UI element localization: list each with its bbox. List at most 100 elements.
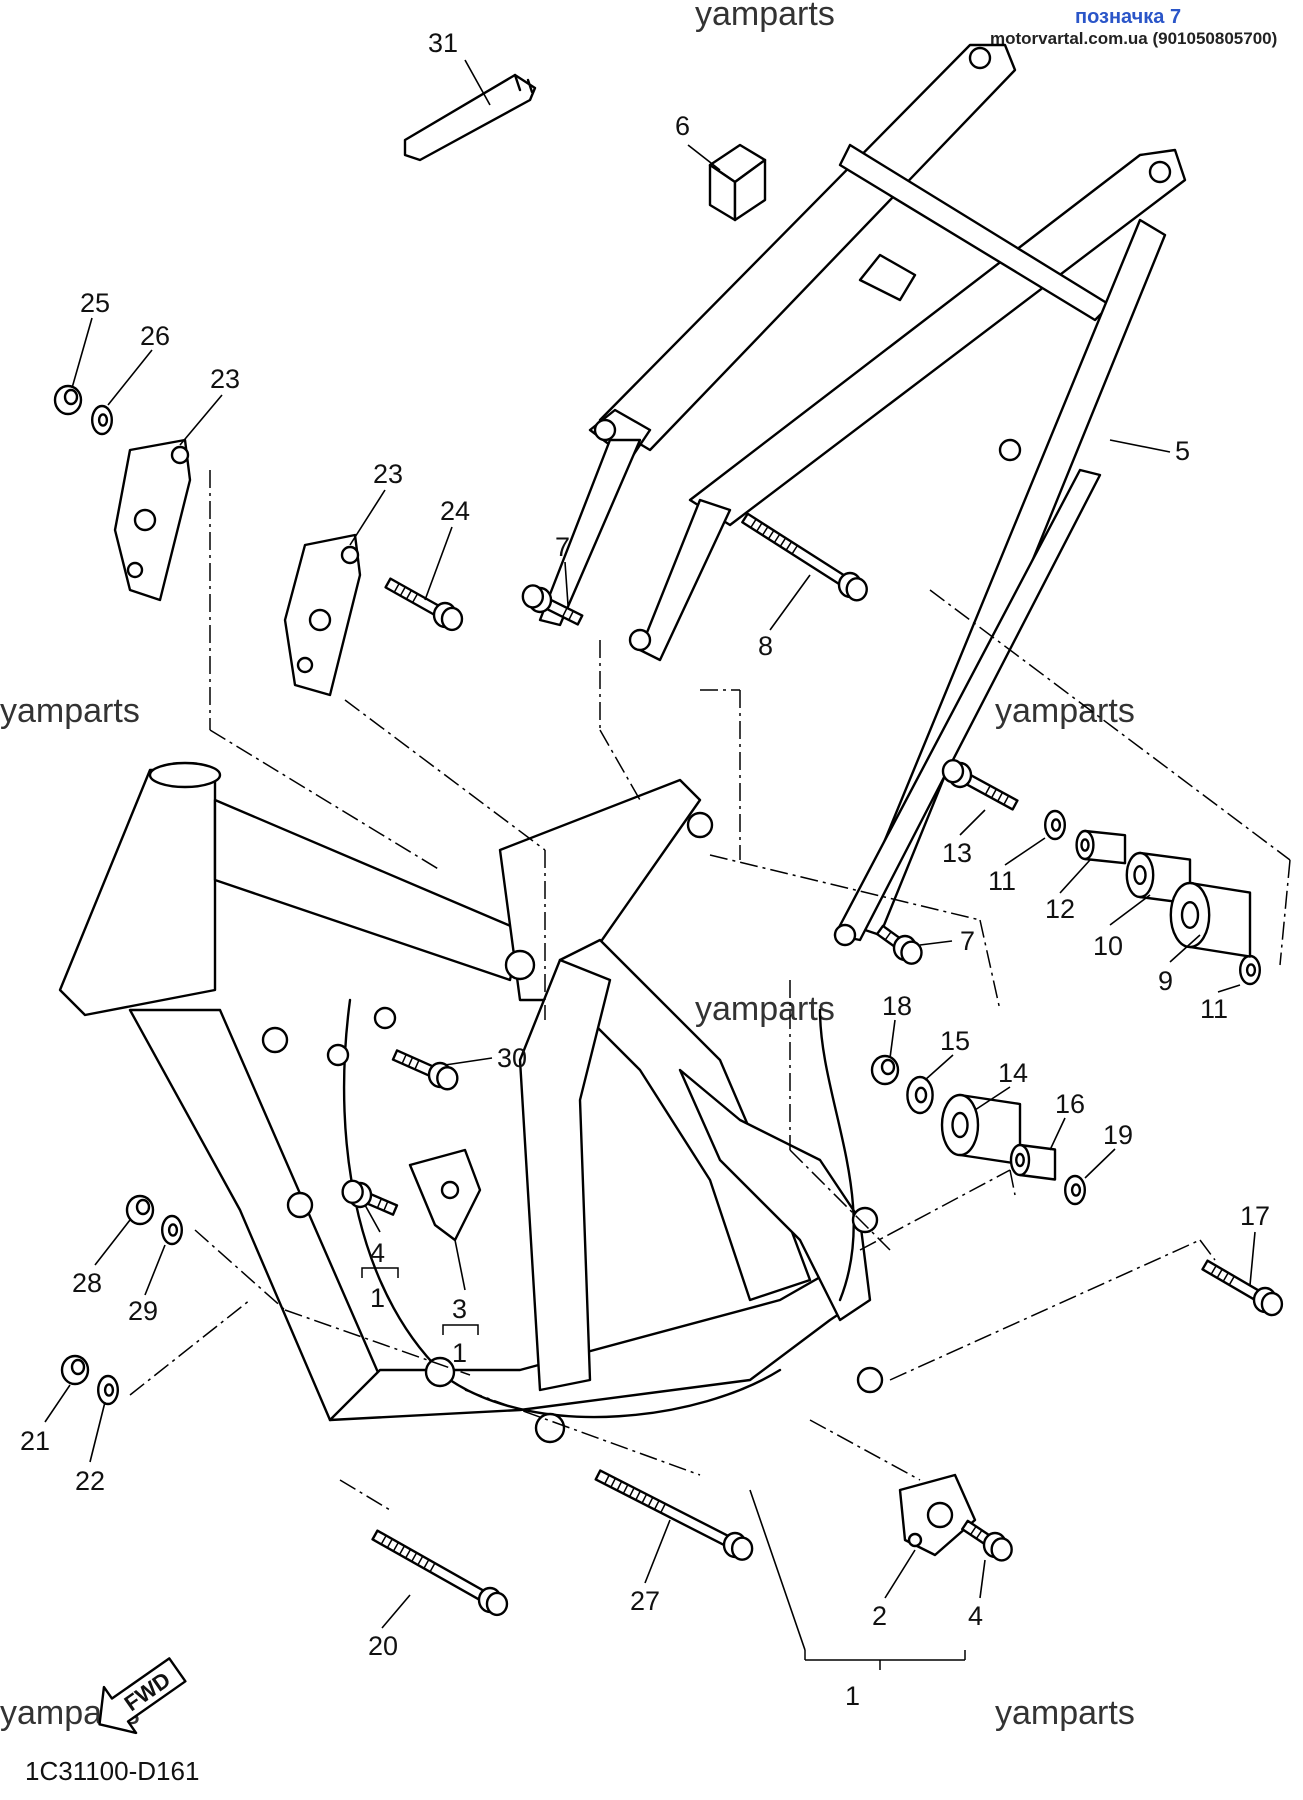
- leader-line: [919, 940, 953, 946]
- callout-9[interactable]: 9: [1158, 966, 1173, 996]
- callout-13[interactable]: 13: [942, 838, 972, 868]
- exploded-line: [709, 854, 981, 921]
- bolt-20: [371, 1529, 509, 1617]
- leader-lines: [44, 59, 1291, 1651]
- leader-line: [1217, 984, 1241, 993]
- callout-23[interactable]: 23: [210, 364, 240, 394]
- callout-18[interactable]: 18: [882, 991, 912, 1021]
- leader-line: [979, 1559, 986, 1599]
- callout-1[interactable]: 1: [452, 1338, 467, 1368]
- group-bracket: [804, 1650, 966, 1670]
- part-6-damper: [708, 143, 767, 222]
- exploded-line: [859, 1169, 1011, 1251]
- exploded-line: [194, 1229, 286, 1311]
- exploded-line: [464, 1389, 701, 1476]
- bolt-4-lower: [961, 1519, 1013, 1562]
- callout-7[interactable]: 7: [960, 926, 975, 956]
- callout-16[interactable]: 16: [1055, 1089, 1085, 1119]
- watermark: yamparts: [0, 692, 140, 730]
- callout-4[interactable]: 4: [968, 1601, 983, 1631]
- callout-26[interactable]: 26: [140, 321, 170, 351]
- callout-17[interactable]: 17: [1240, 1201, 1270, 1231]
- bolt-17: [1201, 1259, 1284, 1317]
- bolt-4-upper: [341, 1179, 399, 1216]
- leader-line: [889, 1019, 896, 1059]
- leader-line: [959, 809, 986, 836]
- leader-line: [107, 349, 153, 406]
- exploded-line: [209, 729, 441, 871]
- damper-14: [940, 1093, 1022, 1166]
- callout-22[interactable]: 22: [75, 1466, 105, 1496]
- leader-line: [464, 59, 491, 106]
- exploded-line: [129, 1299, 251, 1396]
- leader-line: [974, 1086, 1011, 1111]
- washer-26: [90, 404, 113, 436]
- leader-line: [1169, 934, 1201, 963]
- watermark: yamparts: [695, 0, 835, 33]
- leader-line: [94, 1219, 131, 1266]
- part-23-engine-bracket-right: [283, 533, 362, 697]
- callout-14[interactable]: 14: [998, 1058, 1028, 1088]
- bolt-8: [741, 512, 868, 602]
- watermark: yamparts: [995, 1694, 1135, 1732]
- exploded-line: [339, 1479, 391, 1511]
- callout-6[interactable]: 6: [675, 111, 690, 141]
- callout-1[interactable]: 1: [370, 1283, 385, 1313]
- leader-line: [381, 1594, 411, 1629]
- callout-15[interactable]: 15: [940, 1026, 970, 1056]
- callout-4[interactable]: 4: [370, 1238, 385, 1268]
- exploded-line: [1279, 859, 1291, 966]
- leader-line: [1109, 894, 1151, 926]
- callout-5[interactable]: 5: [1175, 436, 1190, 466]
- callout-28[interactable]: 28: [72, 1268, 102, 1298]
- callout-3[interactable]: 3: [452, 1294, 467, 1324]
- bolt-13: [941, 758, 1019, 811]
- leader-line: [769, 574, 811, 631]
- callout-11[interactable]: 11: [988, 866, 1016, 896]
- washer-19: [1063, 1174, 1086, 1206]
- callout-1[interactable]: 1: [845, 1681, 860, 1711]
- callout-25[interactable]: 25: [80, 288, 110, 318]
- callout-29[interactable]: 29: [128, 1296, 158, 1326]
- group-bracket: [361, 1267, 399, 1278]
- callout-8[interactable]: 8: [758, 631, 773, 661]
- damper-9: [1169, 881, 1252, 958]
- diagram-code: 1C31100-D161: [25, 1756, 199, 1786]
- callout-23[interactable]: 23: [373, 459, 403, 489]
- collar-12: [1075, 829, 1127, 865]
- leader-line: [71, 317, 93, 389]
- nut-18: [870, 1054, 900, 1086]
- leader-line: [454, 1239, 466, 1291]
- exploded-line: [1009, 1169, 1016, 1196]
- nut-21: [60, 1354, 90, 1386]
- callout-2[interactable]: 2: [872, 1601, 887, 1631]
- watermark: yamparts: [995, 692, 1135, 730]
- callout-19[interactable]: 19: [1103, 1120, 1133, 1150]
- callout-30[interactable]: 30: [497, 1043, 527, 1073]
- callout-24[interactable]: 24: [440, 496, 470, 526]
- exploded-line: [789, 1149, 891, 1251]
- callout-21[interactable]: 21: [20, 1426, 50, 1456]
- leader-line: [1084, 1148, 1116, 1179]
- exploded-line: [809, 1419, 921, 1481]
- callout-7[interactable]: 7: [555, 532, 570, 562]
- callout-10[interactable]: 10: [1093, 931, 1123, 961]
- header-label[interactable]: позначка 7: [1075, 6, 1181, 28]
- leader-line: [1059, 859, 1091, 894]
- callout-31[interactable]: 31: [428, 28, 458, 58]
- callout-numbers: 31 6 25 26 23 23 24 7 8 5 13 11 12 10 9 …: [20, 28, 1270, 1711]
- callout-27[interactable]: 27: [630, 1586, 660, 1616]
- washer-11-right: [1238, 954, 1261, 986]
- leader-line: [424, 526, 453, 601]
- exploded-line: [1199, 1239, 1216, 1261]
- bolt-7-upper: [521, 584, 584, 626]
- callout-12[interactable]: 12: [1045, 894, 1075, 924]
- callout-20[interactable]: 20: [368, 1631, 398, 1661]
- callout-11[interactable]: 11: [1200, 994, 1228, 1024]
- leader-line: [444, 1057, 493, 1066]
- nut-25: [53, 384, 83, 416]
- leader-line: [89, 1401, 106, 1463]
- washer-11-left: [1043, 809, 1066, 841]
- leader-line: [1109, 439, 1171, 453]
- leader-line: [884, 1549, 916, 1599]
